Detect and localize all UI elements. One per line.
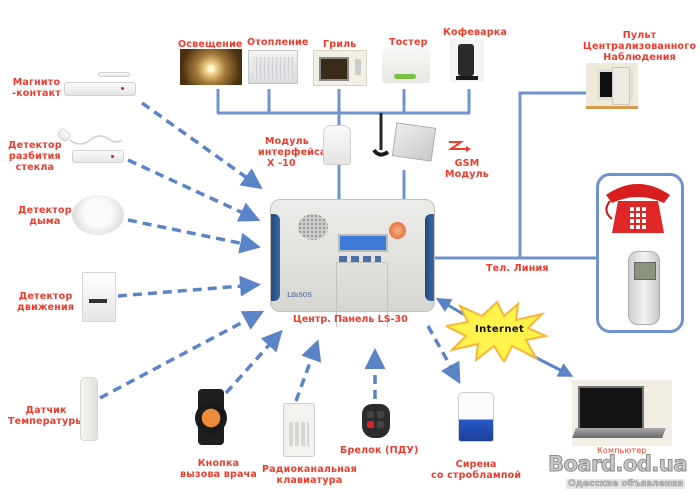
label-temperature-1: Датчик xyxy=(25,405,67,416)
label-siren-1: Сирена xyxy=(455,459,497,470)
label-glass-2: разбития xyxy=(8,151,61,162)
internet-label: Internet xyxy=(475,324,525,335)
label-monitoring-3: Наблюдения xyxy=(603,52,676,63)
magnet-part-icon xyxy=(98,72,130,77)
panic-button-icon xyxy=(195,389,227,445)
glass-break-detector-icon xyxy=(72,150,124,163)
label-magnetic-1: Магнито xyxy=(12,77,61,88)
coffee-maker-icon xyxy=(450,40,484,82)
panel-side-right xyxy=(425,214,434,301)
label-gsm-1: GSM xyxy=(454,158,480,169)
label-heating: Отопление xyxy=(247,37,309,48)
central-panel: LifeSOS xyxy=(270,199,435,327)
phone-line xyxy=(433,91,597,260)
label-monitoring-1: Пульт xyxy=(622,30,657,41)
watermark-subtitle: Одесские объявления xyxy=(566,479,686,489)
label-phone-line: Тел. Линия xyxy=(486,263,549,274)
central-panel-label: Центр. Панель LS-30 xyxy=(293,314,408,325)
panel-side-left xyxy=(271,214,280,301)
label-toaster: Тостер xyxy=(389,37,428,48)
speaker-icon xyxy=(298,214,328,240)
keyfob-remote-icon xyxy=(362,404,390,438)
mobile-phone-icon xyxy=(628,251,660,325)
laptop-computer-icon xyxy=(572,380,672,446)
toaster-icon xyxy=(382,47,430,83)
label-motion-2: движения xyxy=(17,302,75,313)
label-smoke-2: дыма xyxy=(29,216,61,227)
arrow-motion xyxy=(117,275,261,298)
landline-phone-icon xyxy=(605,184,670,233)
microwave-icon xyxy=(313,50,367,86)
gsm-signal-icon xyxy=(447,141,471,152)
label-lighting: Освещение xyxy=(178,39,243,50)
arrow-keypad xyxy=(294,339,322,402)
arrow-temperature xyxy=(99,310,265,400)
label-temperature-2: Температуры xyxy=(8,416,85,427)
label-grill: Гриль xyxy=(323,39,357,50)
brand-logo-icon xyxy=(389,222,406,239)
magnetic-contact-icon xyxy=(64,82,136,96)
panel-brand: LifeSOS xyxy=(287,292,312,299)
lcd-display xyxy=(338,234,388,252)
label-x10-2: интерфейса xyxy=(258,147,327,158)
arrow-siren xyxy=(426,325,461,385)
label-glass-1: Детектор xyxy=(8,140,62,151)
label-siren-2: со строблампой xyxy=(431,470,522,481)
arrow-glass-break xyxy=(127,158,261,222)
label-motion-1: Детектор xyxy=(18,291,73,302)
watermark-logo: Board.od.ua xyxy=(547,452,688,477)
wireless-keypad-icon xyxy=(283,403,315,457)
label-keyfob: Брелок (ПДУ) xyxy=(340,445,419,456)
label-x10-1: Модуль xyxy=(265,136,310,147)
arrow-panic-button xyxy=(224,329,283,395)
label-glass-3: стекла xyxy=(15,162,55,173)
internet-burst-icon xyxy=(446,300,548,362)
temperature-sensor-icon xyxy=(80,377,98,441)
wireless-links xyxy=(99,101,461,402)
label-smoke-1: Детектор xyxy=(18,205,72,216)
arrow-magnetic xyxy=(140,101,263,190)
label-coffee: Кофеварка xyxy=(443,27,508,38)
smoke-detector-icon xyxy=(72,195,124,235)
label-keypad-2: клавиатура xyxy=(276,475,343,486)
motion-detector-icon xyxy=(82,272,116,322)
label-panic-1: Кнопка xyxy=(197,458,240,469)
panel-door xyxy=(336,262,388,327)
chandelier-icon xyxy=(180,49,242,85)
label-panic-2: вызова врача xyxy=(180,469,257,480)
panel-buttons xyxy=(339,256,381,262)
label-x10-3: X -10 xyxy=(267,158,296,169)
arrow-smoke xyxy=(127,218,261,254)
gsm-module-icon xyxy=(391,122,437,162)
label-gsm-2: Модуль xyxy=(445,169,490,180)
sensor-cable xyxy=(69,135,123,145)
label-magnetic-2: -контакт xyxy=(12,88,61,99)
label-keypad-1: Радиоканальная xyxy=(262,464,357,475)
monitoring-pc-icon xyxy=(586,63,638,109)
radiator-icon xyxy=(248,50,298,84)
siren-strobe-icon xyxy=(458,392,494,442)
x10-module-icon xyxy=(323,125,351,165)
label-monitoring-2: Централизованного xyxy=(583,41,697,52)
label-computer: Компьютер xyxy=(597,446,647,455)
